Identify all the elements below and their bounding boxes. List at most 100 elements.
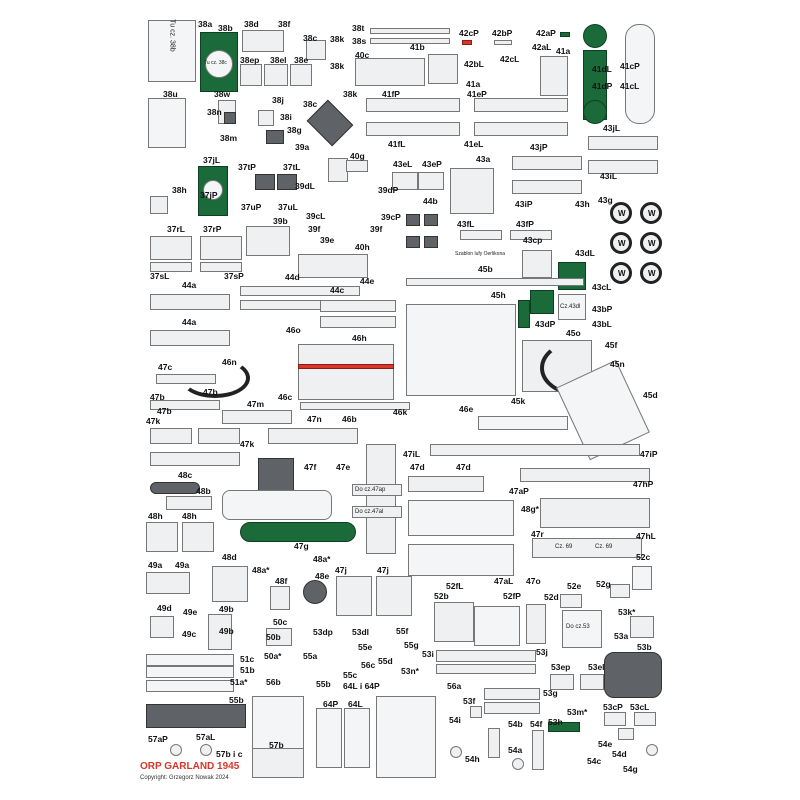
- part-label: 48g*: [521, 504, 539, 514]
- part-label: 39cP: [381, 212, 401, 222]
- part-label: 47iL: [403, 449, 421, 459]
- sheet-copyright: Copyright: Grzegorz Nowak 2024: [140, 775, 229, 781]
- part-label: 47b: [157, 406, 172, 416]
- part-label: 43bP: [592, 304, 613, 314]
- part-43a: [450, 168, 494, 214]
- part-label: 56a: [447, 681, 462, 691]
- part-label: 38i: [280, 112, 292, 122]
- part-label: 47g: [294, 541, 309, 551]
- part-label: 37jP: [200, 190, 218, 200]
- part-label: 56b: [266, 677, 281, 687]
- part-label: 39b: [273, 216, 288, 226]
- part-label: 46c: [278, 392, 293, 402]
- part-label: 38f: [278, 19, 291, 29]
- part-label: 53n*: [401, 666, 419, 676]
- part-label: 37uP: [241, 202, 262, 212]
- part-label: 55c: [343, 670, 358, 680]
- part-41eL: [474, 122, 568, 136]
- part-label: 55b: [229, 695, 244, 705]
- part-47e: [366, 444, 396, 554]
- part-45b: [406, 278, 584, 286]
- part-56a: [484, 688, 540, 700]
- part-label: 38e: [294, 55, 309, 65]
- part-57aL: [200, 744, 212, 756]
- part-38k: [306, 40, 326, 60]
- part-41a: [540, 56, 568, 96]
- part-label: 43g: [598, 195, 613, 205]
- part-label: 38a: [198, 19, 213, 29]
- part-47k-c: [150, 452, 240, 466]
- part-label: 50a*: [264, 651, 282, 661]
- part-53k: [630, 616, 654, 638]
- part-label: 47r: [531, 529, 544, 539]
- part-45h-tab: [518, 300, 530, 328]
- part-57b: [252, 748, 304, 778]
- part-53el: [580, 674, 604, 690]
- part-label: 53k*: [618, 607, 636, 617]
- w-label-5: W: [618, 269, 626, 278]
- part-label: 47e: [336, 462, 351, 472]
- part-label: 38k: [330, 34, 345, 44]
- part-label: 50c: [273, 617, 288, 627]
- part-label: 41eL: [464, 139, 484, 149]
- part-43fL: [460, 230, 502, 240]
- w-circle-3: [610, 232, 632, 254]
- part-48b: [166, 496, 212, 510]
- part-44b-d: [424, 236, 438, 248]
- part-label: 47hP: [633, 479, 654, 489]
- part-label: 53dl: [352, 627, 370, 637]
- part-37tP: [255, 174, 275, 190]
- part-label: 47k: [240, 439, 255, 449]
- part-label: 53ep: [551, 662, 571, 672]
- part-label: 38c: [303, 99, 318, 109]
- part-53m: [548, 722, 580, 732]
- part-label: 43eL: [393, 159, 413, 169]
- part-label: 39f: [370, 224, 383, 234]
- part-label: 43fL: [457, 219, 475, 229]
- part-53cL: [634, 712, 656, 726]
- part-52g: [474, 606, 520, 646]
- part-label: 38k: [343, 89, 358, 99]
- part-54b: [488, 728, 500, 758]
- part-label: 57b i c: [216, 749, 243, 759]
- part-label: 43jL: [603, 123, 621, 133]
- part-47r: [532, 538, 642, 558]
- part-label: 48f: [275, 576, 288, 586]
- part-label: 64L i 64P: [343, 681, 380, 691]
- part-47al: [352, 506, 402, 518]
- part-label: 39dL: [295, 181, 315, 191]
- part-57aP: [170, 744, 182, 756]
- sheet-title: ORP GARLAND 1945: [140, 761, 240, 772]
- part-51b: [146, 666, 234, 678]
- part-44a-b: [150, 330, 230, 346]
- part-label: 48b: [196, 486, 211, 496]
- part-47k-b: [198, 428, 240, 444]
- part-47k-a: [150, 428, 192, 444]
- part-label: 47aL: [494, 576, 514, 586]
- part-53do: [562, 610, 602, 648]
- part-47m: [222, 410, 292, 424]
- part-47g: [240, 522, 356, 542]
- part-label: 38g: [287, 125, 302, 135]
- part-43eL: [392, 172, 418, 190]
- part-label: 43fP: [516, 219, 534, 229]
- part-38b-circle: [205, 50, 233, 78]
- part-label: 50b: [266, 632, 281, 642]
- part-label: 41b: [410, 42, 425, 52]
- part-38j: [258, 110, 274, 126]
- part-label: 53b: [637, 642, 652, 652]
- part-47frame: [222, 490, 332, 520]
- part-label: 52fL: [446, 581, 464, 591]
- part-label: 44a: [182, 317, 197, 327]
- part-48h-a: [146, 522, 178, 552]
- part-43eP: [418, 172, 444, 190]
- part-42bP: [494, 40, 512, 45]
- part-40c: [355, 58, 425, 86]
- part-40h: [298, 254, 368, 278]
- part-label: 53dp: [313, 627, 333, 637]
- part-38b-text: Tu cz. 38c: [204, 60, 227, 66]
- part-label: 41dL: [592, 64, 612, 74]
- part-41cP: [625, 24, 655, 124]
- part-53do-text: Do cz.53: [566, 624, 590, 630]
- part-label: 44c: [330, 285, 345, 295]
